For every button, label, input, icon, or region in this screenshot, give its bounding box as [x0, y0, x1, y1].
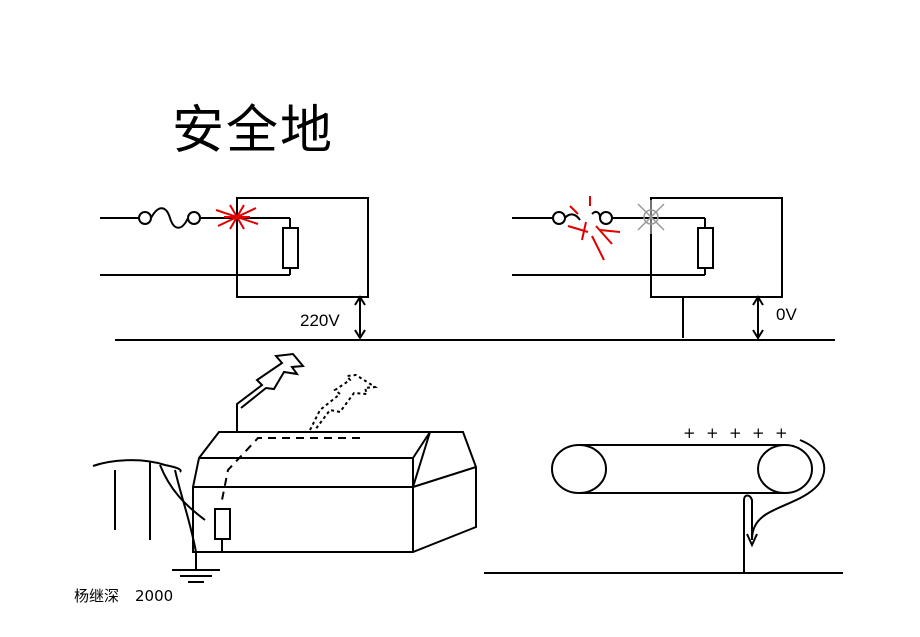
cabinet-outline: [192, 431, 477, 553]
charge-plus-4: +: [775, 424, 788, 442]
author-credit: 杨继深 2000: [74, 585, 173, 606]
resistor-icon: [282, 227, 299, 269]
blown-fuse-spark-icon: [567, 196, 621, 261]
charge-symbols: + + + + +: [683, 424, 788, 442]
author-year: 2000: [135, 587, 174, 605]
charge-plus-0: +: [683, 424, 696, 442]
roller-right: [757, 444, 813, 494]
left-voltage-label: 220V: [300, 311, 340, 330]
short-spark-icon: [215, 204, 259, 230]
resistor-icon-2: [697, 227, 714, 269]
conveyor-belt: [484, 439, 843, 574]
roller-left: [551, 444, 607, 494]
equipment-chassis-grounded: [650, 197, 783, 298]
fuse-icon: [150, 207, 189, 229]
slide-title: 安全地: [172, 101, 335, 161]
charge-plus-3: +: [752, 424, 765, 442]
lightning-dashed-icon: [309, 373, 378, 431]
discharge-arrow: [751, 439, 826, 541]
fuse-terminal-left: [138, 211, 152, 225]
cabinet-lightning: [92, 352, 477, 583]
lightning-icon: [236, 352, 305, 433]
resistor-icon-3: [214, 508, 231, 540]
ground-strap: [743, 494, 753, 572]
spark-gray-icon: [637, 200, 665, 234]
charge-plus-2: +: [729, 424, 742, 442]
charge-plus-1: +: [706, 424, 719, 442]
author-name: 杨继深: [74, 587, 120, 605]
left-circuit: [100, 197, 369, 340]
equipment-chassis: [236, 197, 369, 298]
right-circuit: [512, 197, 783, 340]
fuse-terminal-right: [187, 211, 201, 225]
right-voltage-label: 0V: [776, 305, 797, 324]
